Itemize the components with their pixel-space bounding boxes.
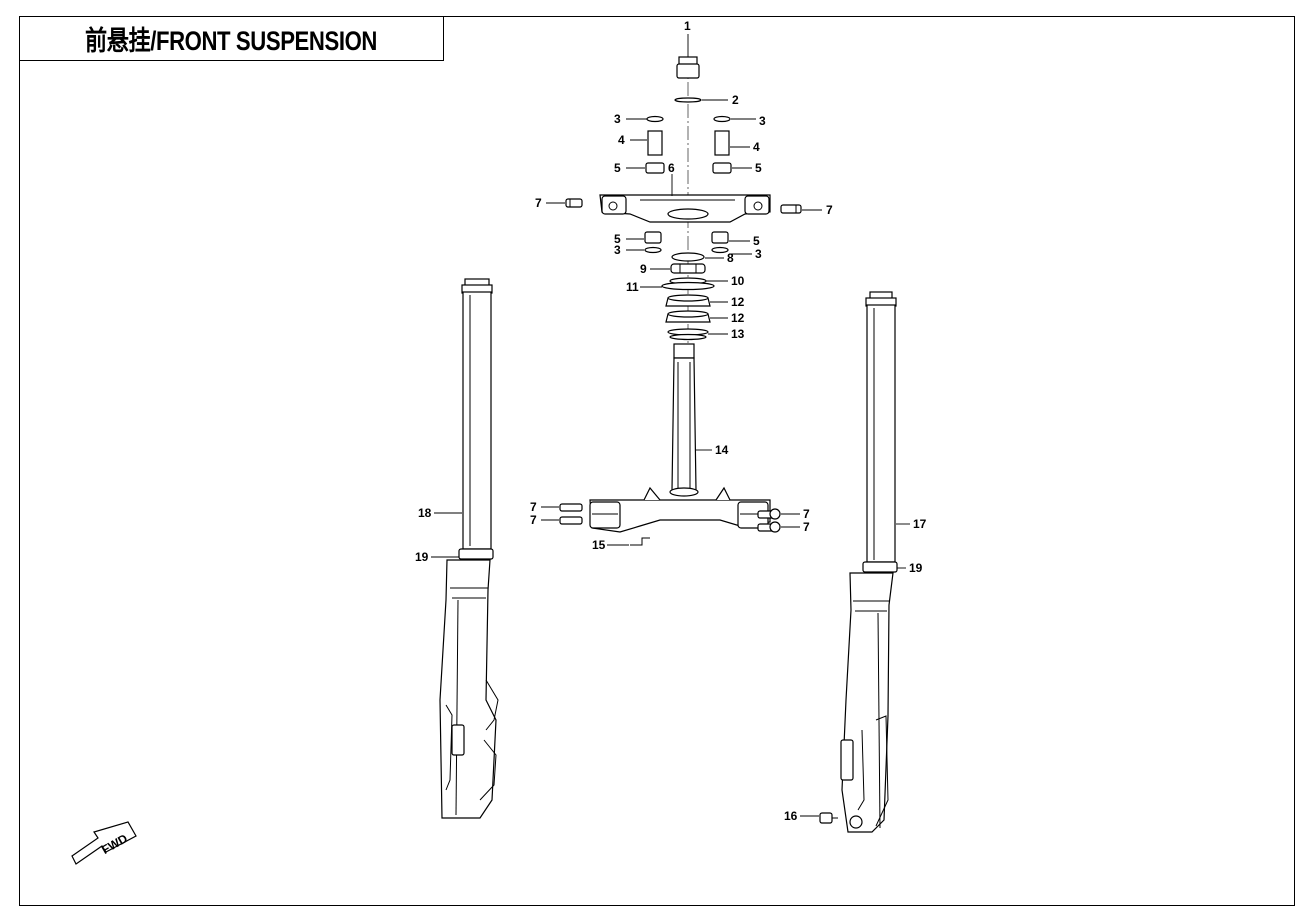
bolt-upper-left — [565, 198, 583, 208]
callout-19: 19 — [415, 550, 429, 564]
lower-mount-left — [644, 231, 662, 254]
bolt-lower-right-1 — [757, 508, 781, 520]
callout-8: 8 — [727, 251, 734, 265]
bearing-lower — [665, 310, 711, 323]
callout-7: 7 — [803, 520, 810, 534]
callout-7: 7 — [803, 507, 810, 521]
bolt-upper-right — [780, 204, 802, 214]
callout-1: 1 — [684, 19, 691, 33]
fork-right — [840, 291, 898, 833]
callout-6: 6 — [668, 161, 675, 175]
hose-clip — [630, 537, 650, 546]
callout-7: 7 — [535, 196, 542, 210]
washer-top — [674, 97, 702, 103]
drain-bolt — [819, 812, 838, 824]
callout-3: 3 — [614, 112, 621, 126]
callout-3: 3 — [614, 243, 621, 257]
callout-13: 13 — [731, 327, 745, 341]
steering-stem — [671, 343, 697, 491]
callout-15: 15 — [592, 538, 606, 552]
drawing-frame — [19, 16, 1295, 906]
rubber-mount-left — [645, 115, 665, 174]
rubber-mount-right — [712, 115, 732, 174]
bearing-upper — [665, 294, 711, 307]
callout-5: 5 — [753, 234, 760, 248]
callout-3: 3 — [759, 114, 766, 128]
callout-5: 5 — [755, 161, 762, 175]
lock-nut — [670, 263, 706, 274]
seal-ring-inner — [669, 333, 707, 341]
fork-left — [439, 278, 499, 819]
top-nut — [676, 56, 700, 79]
bolt-lower-left-1 — [559, 503, 583, 512]
callout-4: 4 — [618, 133, 625, 147]
callout-labels: 1 2 3 3 4 4 5 5 6 7 7 5 3 5 8 3 9 10 11 … — [415, 19, 927, 823]
bolt-lower-right-2 — [757, 521, 781, 533]
callout-7: 7 — [826, 203, 833, 217]
upper-triple-clamp — [599, 194, 771, 223]
adjust-nut — [671, 252, 705, 262]
lower-triple-clamp — [589, 486, 771, 533]
callout-3: 3 — [755, 247, 762, 261]
callout-2: 2 — [732, 93, 739, 107]
callout-12: 12 — [731, 295, 745, 309]
leader-lines — [431, 34, 910, 817]
fwd-arrow-icon: FWD — [71, 821, 137, 865]
callout-17: 17 — [913, 517, 927, 531]
callout-12: 12 — [731, 311, 745, 325]
callout-4: 4 — [753, 140, 760, 154]
callout-11: 11 — [626, 280, 639, 294]
bolt-lower-left-2 — [559, 516, 583, 525]
callout-10: 10 — [731, 274, 745, 288]
callout-16: 16 — [784, 809, 798, 823]
callout-5: 5 — [614, 232, 621, 246]
callout-7: 7 — [530, 513, 537, 527]
callout-14: 14 — [715, 443, 729, 457]
callout-18: 18 — [418, 506, 432, 520]
callout-19: 19 — [909, 561, 923, 575]
lower-mount-right — [711, 231, 729, 254]
callout-5: 5 — [614, 161, 621, 175]
callout-9: 9 — [640, 262, 647, 276]
page-title: 前悬挂/FRONT SUSPENSION — [85, 25, 377, 56]
callout-7: 7 — [530, 500, 537, 514]
dust-seal — [661, 281, 715, 291]
title-block: 前悬挂/FRONT SUSPENSION — [19, 16, 444, 61]
